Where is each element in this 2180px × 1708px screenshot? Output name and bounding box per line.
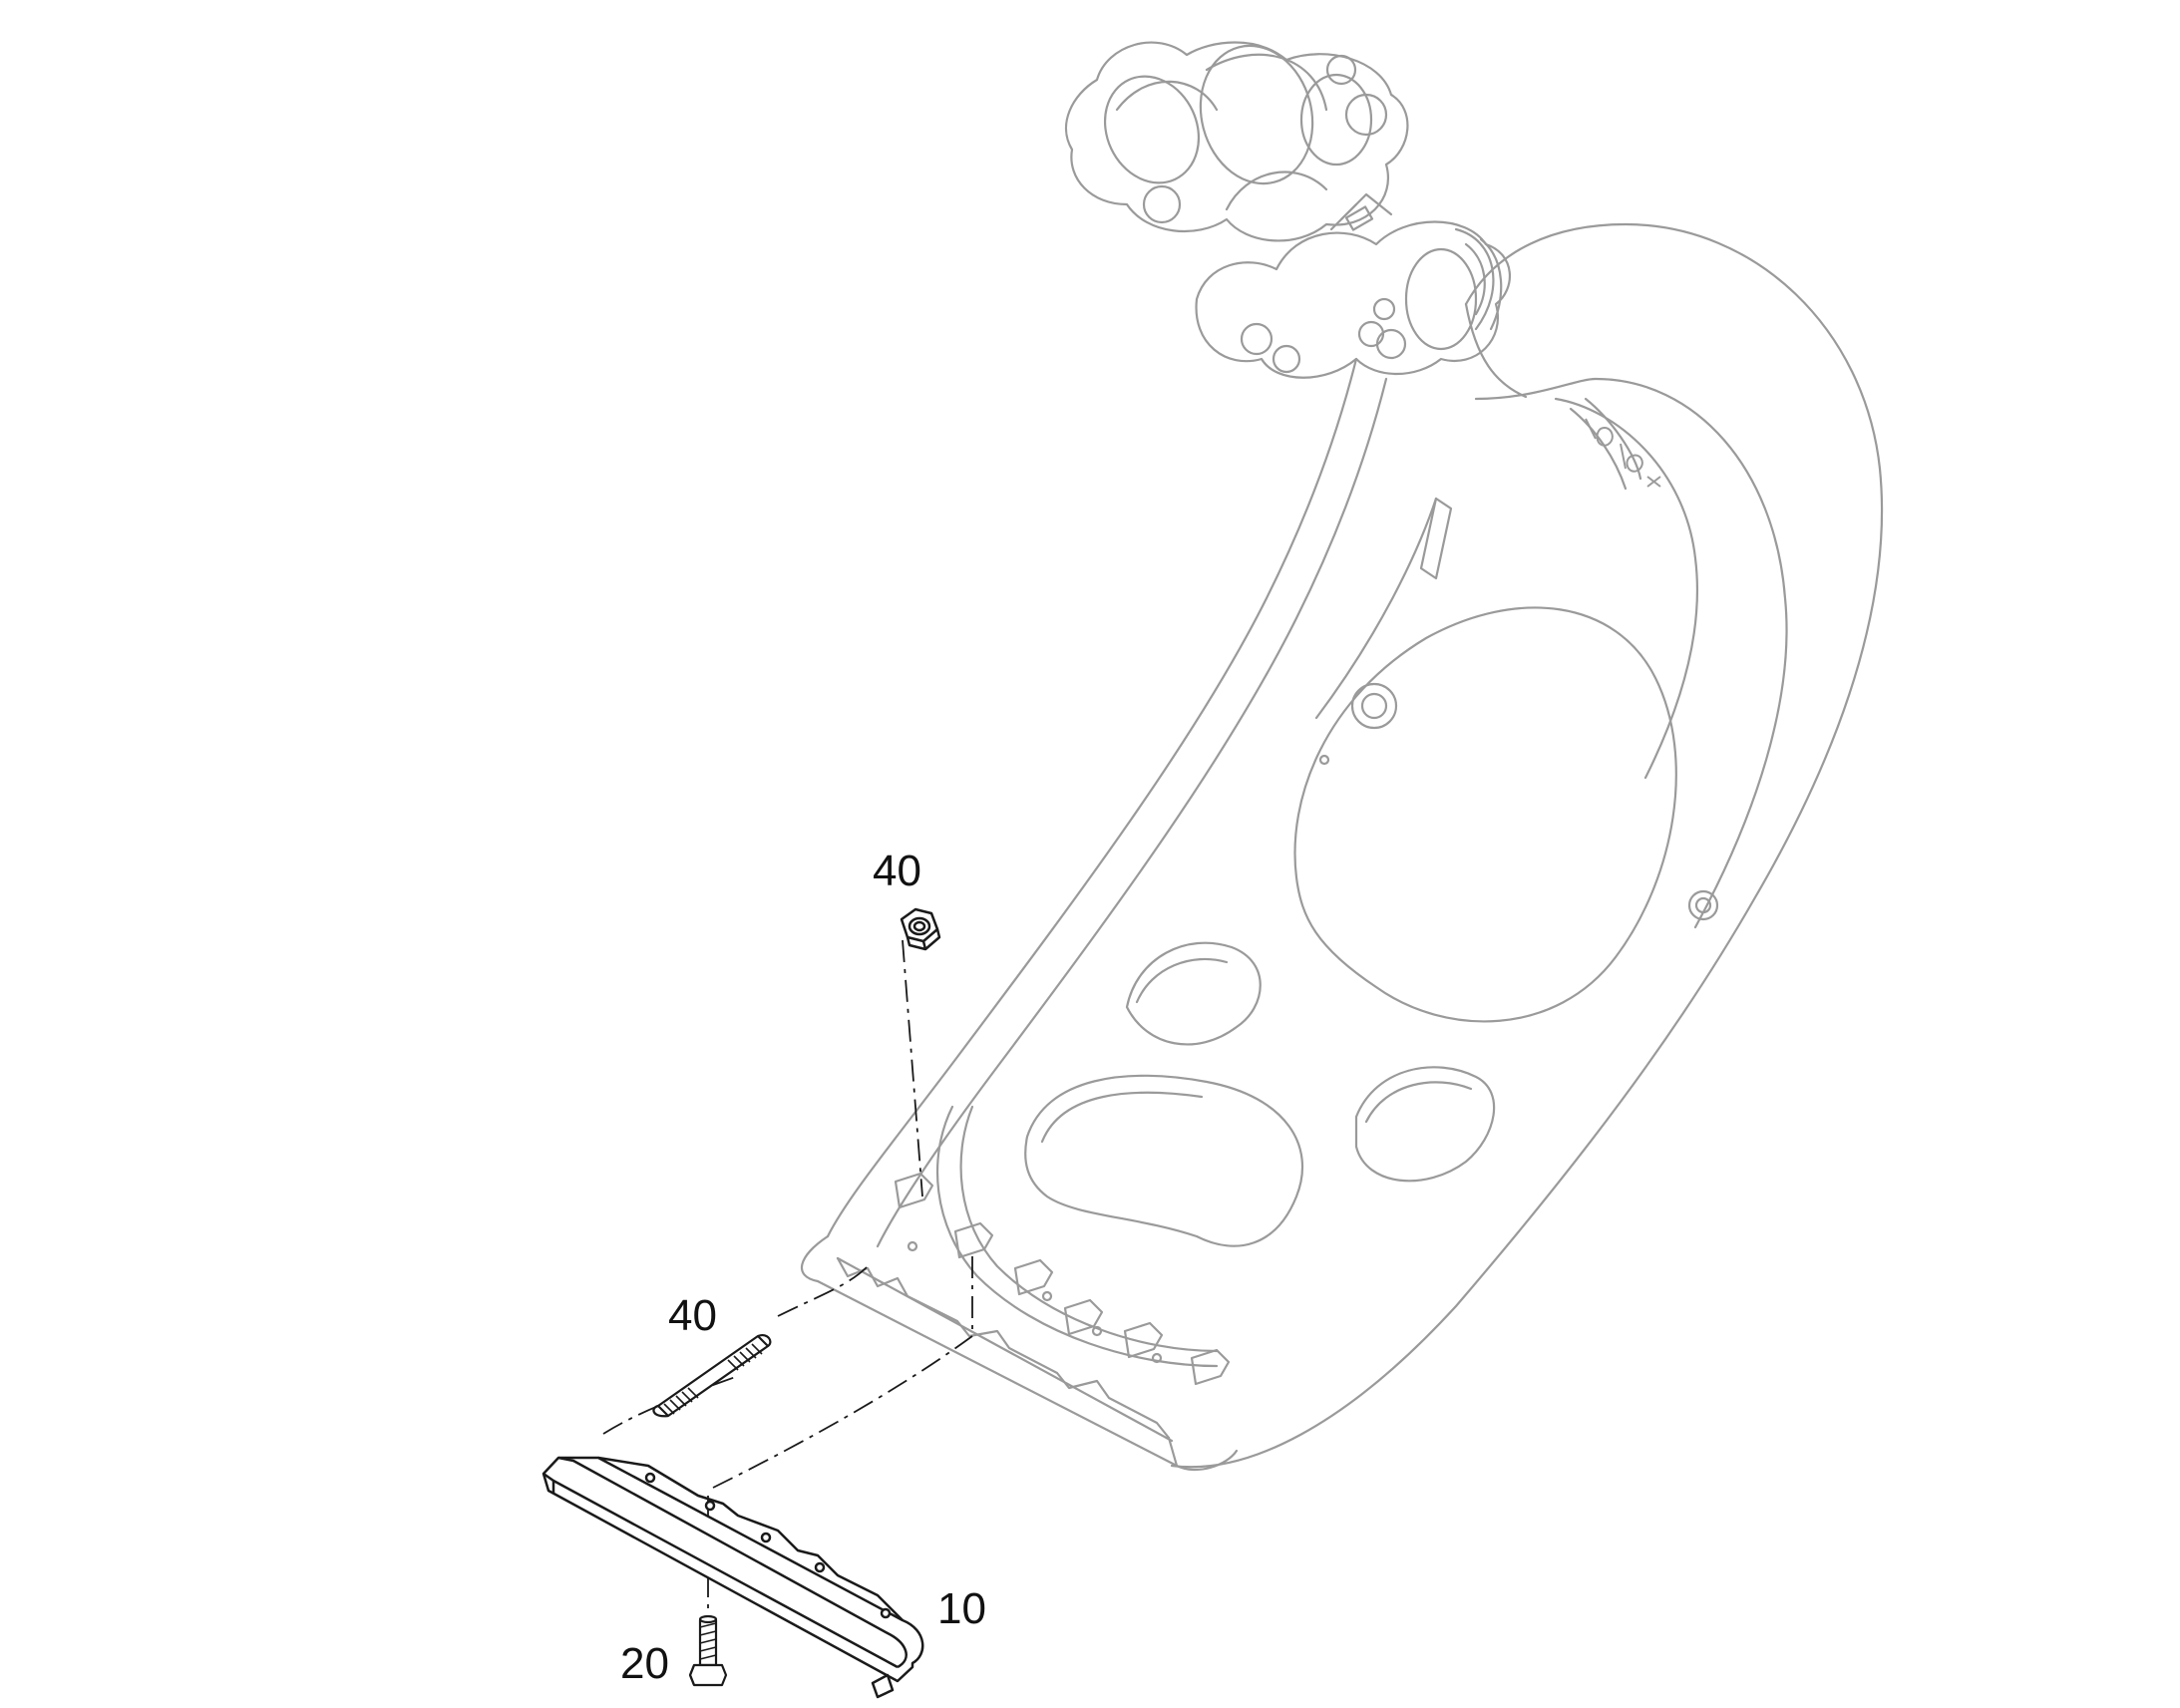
grapple-arm-ghost xyxy=(800,41,1884,1471)
threaded-stud-part xyxy=(652,1334,772,1418)
wear-bar-part xyxy=(542,1456,924,1699)
web-opening-1 xyxy=(1125,941,1262,1046)
nut-centerline xyxy=(902,939,923,1197)
slotted-plate xyxy=(836,1256,1171,1440)
bar-centerline-right xyxy=(712,1335,973,1489)
hinge-plates xyxy=(1064,41,1511,379)
assembly-centerlines xyxy=(602,939,973,1610)
callout-bar-label: 10 xyxy=(937,1584,986,1633)
web-opening-2 xyxy=(1024,1074,1304,1247)
callout-nut-label: 40 xyxy=(873,847,921,895)
swivel-neck xyxy=(1454,227,1503,331)
stud-centerline xyxy=(777,1265,869,1317)
center-pin xyxy=(1350,682,1398,730)
bolt-part xyxy=(688,1614,728,1687)
bar-centerline-left xyxy=(602,1375,739,1435)
upper-arm-tube xyxy=(1170,222,1884,1469)
web-opening-3 xyxy=(1354,1066,1496,1183)
callout-bolt-label: 20 xyxy=(620,1639,669,1688)
plate-slots xyxy=(894,1172,1231,1386)
callout-stud-label: 40 xyxy=(668,1291,717,1340)
embossed-logo xyxy=(1585,418,1661,488)
large-cutout xyxy=(1293,606,1677,1023)
hex-nut-part xyxy=(900,907,941,951)
